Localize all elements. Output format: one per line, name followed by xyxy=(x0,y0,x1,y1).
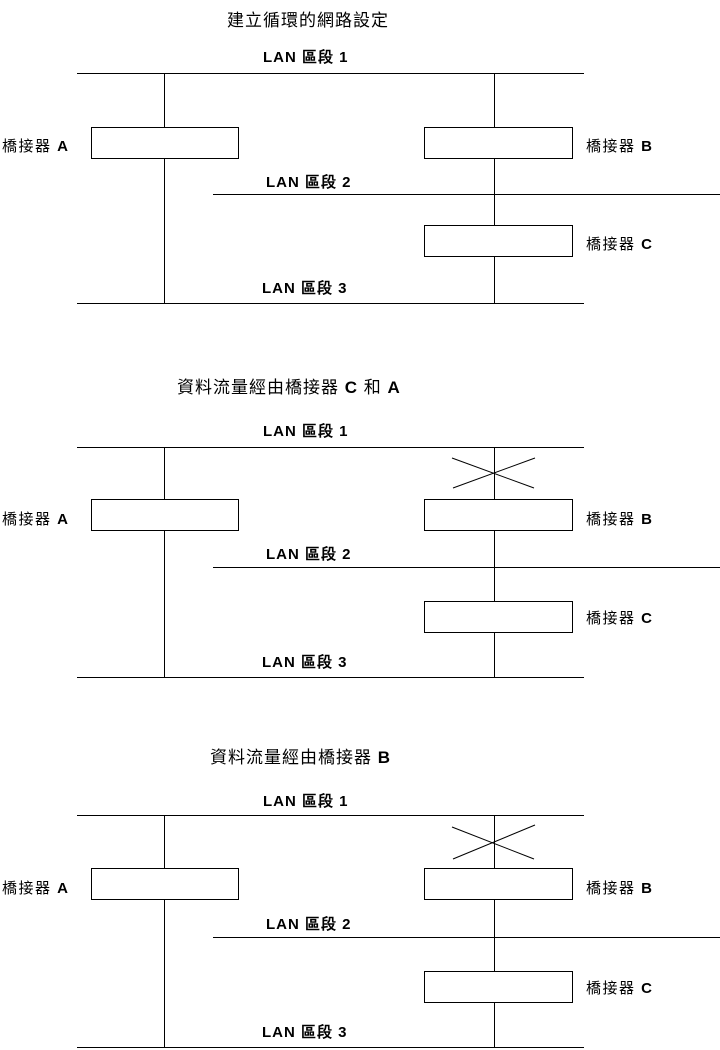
bridge-label-text: 橋接器 xyxy=(586,511,642,528)
title-text: 和 xyxy=(358,378,388,397)
bridge-b-c-trunk-line xyxy=(494,815,495,1048)
title-bold-letter: C xyxy=(344,378,359,397)
bridge-b-label: 橋接器 B xyxy=(586,877,654,898)
lan-segment-2-label: LAN 區段 2 xyxy=(266,174,352,191)
lan-segment-1-label: LAN 區段 1 xyxy=(263,793,349,810)
bridge-letter: C xyxy=(641,610,654,627)
bridge-letter: B xyxy=(641,511,654,528)
title-text: 資料流量經由橋接器 xyxy=(210,748,378,767)
bridge-a-box xyxy=(91,868,239,900)
title-bold-letter: A xyxy=(387,378,401,397)
bridge-b-c-trunk-line xyxy=(494,73,495,304)
bridge-label-text: 橋接器 xyxy=(586,980,642,997)
lan-segment-3-line xyxy=(77,677,584,678)
bridge-b-label: 橋接器 B xyxy=(586,135,654,156)
bridge-label-text: 橋接器 xyxy=(2,511,58,528)
blocked-link-x-icon xyxy=(451,824,536,860)
diagram-title: 資料流量經由橋接器 B xyxy=(210,743,391,768)
bridge-b-box xyxy=(424,127,573,159)
bridge-c-box xyxy=(424,971,573,1003)
lan-segment-3-line xyxy=(77,1047,584,1048)
title-text: 建立循環的網路設定 xyxy=(227,11,389,30)
bridge-c-label: 橋接器 C xyxy=(586,233,654,254)
bridge-letter: A xyxy=(57,880,70,897)
diagram-title: 資料流量經由橋接器 C 和 A xyxy=(177,373,401,398)
lan-segment-3-label: LAN 區段 3 xyxy=(262,280,348,297)
bridge-b-label: 橋接器 B xyxy=(586,508,654,529)
bridge-c-label: 橋接器 C xyxy=(586,607,654,628)
bridge-letter: C xyxy=(641,236,654,253)
title-bold-letter: B xyxy=(377,748,392,767)
lan-segment-3-label: LAN 區段 3 xyxy=(262,1024,348,1041)
bridge-a-label: 橋接器 A xyxy=(2,877,70,898)
bridge-a-box xyxy=(91,499,239,531)
lan-segment-1-line xyxy=(77,815,584,816)
bridge-letter: A xyxy=(57,138,70,155)
lan-segment-1-label: LAN 區段 1 xyxy=(263,49,349,66)
bridge-c-box xyxy=(424,601,573,633)
bridge-a-label: 橋接器 A xyxy=(2,508,70,529)
bridge-label-text: 橋接器 xyxy=(586,880,642,897)
bridge-letter: B xyxy=(641,880,654,897)
bridge-a-trunk-line xyxy=(164,73,165,304)
bridge-label-text: 橋接器 xyxy=(586,610,642,627)
lan-segment-2-line xyxy=(213,937,720,938)
lan-segment-3-label: LAN 區段 3 xyxy=(262,654,348,671)
bridge-a-trunk-line xyxy=(164,815,165,1048)
lan-segment-1-label: LAN 區段 1 xyxy=(263,423,349,440)
lan-segment-3-line xyxy=(77,303,584,304)
bridge-b-box xyxy=(424,499,573,531)
bridge-label-text: 橋接器 xyxy=(586,138,642,155)
bridge-letter: A xyxy=(57,511,70,528)
lan-segment-2-line xyxy=(213,567,720,568)
bridge-label-text: 橋接器 xyxy=(586,236,642,253)
bridge-c-box xyxy=(424,225,573,257)
bridge-b-box xyxy=(424,868,573,900)
bridge-letter: B xyxy=(641,138,654,155)
bridge-a-trunk-line xyxy=(164,447,165,678)
lan-segment-2-label: LAN 區段 2 xyxy=(266,546,352,563)
title-text: 資料流量經由橋接器 xyxy=(177,378,345,397)
bridge-label-text: 橋接器 xyxy=(2,880,58,897)
bridge-c-label: 橋接器 C xyxy=(586,977,654,998)
blocked-link-x-icon xyxy=(451,457,536,489)
lan-segment-1-line xyxy=(77,73,584,74)
lan-segment-1-line xyxy=(77,447,584,448)
bridge-a-box xyxy=(91,127,239,159)
bridge-a-label: 橋接器 A xyxy=(2,135,70,156)
lan-segment-2-line xyxy=(213,194,720,195)
bridge-letter: C xyxy=(641,980,654,997)
bridge-b-c-trunk-line xyxy=(494,447,495,678)
lan-segment-2-label: LAN 區段 2 xyxy=(266,916,352,933)
diagram-title: 建立循環的網路設定 xyxy=(227,6,389,31)
bridge-label-text: 橋接器 xyxy=(2,138,58,155)
